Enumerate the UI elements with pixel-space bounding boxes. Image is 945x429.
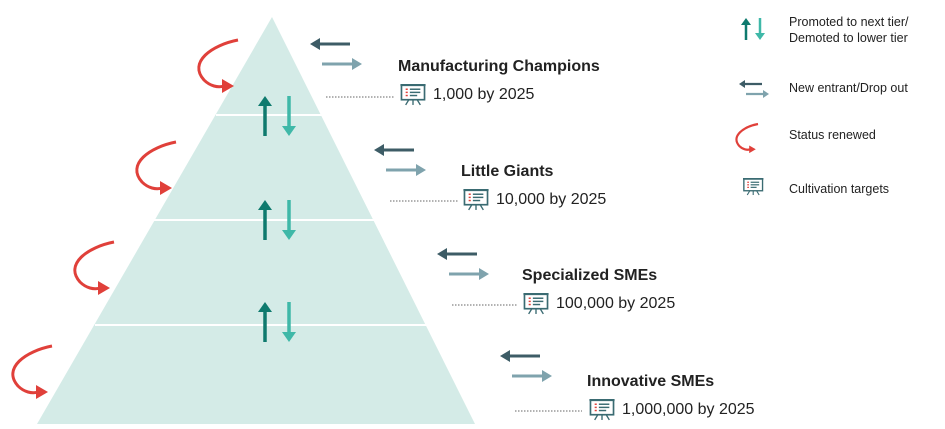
legend-label-status-renewed: Status renewed [789, 128, 876, 142]
promote-demote-icon [258, 302, 296, 342]
entrant-dropout-icon [374, 144, 426, 176]
legend-label-demoted: Demoted to lower tier [789, 31, 908, 45]
cultivation-target-icon [522, 292, 550, 316]
cultivation-target-icon [399, 84, 427, 106]
tier-name-little-giants: Little Giants [461, 163, 554, 180]
promote-demote-icon [258, 96, 296, 136]
legend-entrant-dropout-icon [739, 80, 769, 98]
tier-target-text: 1,000 by 2025 [433, 86, 535, 103]
tier-name-manufacturing-champions: Manufacturing Champions [398, 58, 600, 75]
tier-target-row: 1,000,000 by 2025 [588, 398, 755, 422]
tier-name-specialized-smes: Specialized SMEs [522, 267, 658, 284]
tier-target-row: 1,000 by 2025 [399, 84, 534, 106]
legend-status-renewed-icon [735, 122, 759, 154]
status-renewed-icon [11, 344, 53, 399]
tier-target-text: 10,000 by 2025 [496, 191, 607, 208]
status-renewed-icon [135, 140, 177, 195]
legend-label-cultivation-targets: Cultivation targets [789, 182, 890, 196]
cultivation-target-icon [462, 189, 490, 211]
status-renewed-icon [73, 240, 115, 295]
legend-cultivation-target-icon [742, 178, 765, 196]
status-renewed-icon [197, 38, 239, 93]
tier-target-text: 1,000,000 by 2025 [622, 401, 755, 418]
promote-demote-icon [258, 200, 296, 240]
entrant-dropout-icon [437, 248, 489, 280]
tier-target-row: 100,000 by 2025 [522, 292, 676, 316]
legend-promote-demote-icon [741, 18, 765, 40]
tier-name-innovative-smes: Innovative SMEs [587, 373, 715, 390]
entrant-dropout-icon [500, 350, 552, 382]
tier-target-text: 100,000 by 2025 [556, 295, 676, 312]
cultivation-target-icon [588, 398, 616, 422]
legend-label-entrant-dropout: New entrant/Drop out [789, 81, 908, 95]
legend-label-promoted: Promoted to next tier/ [789, 15, 909, 29]
entrant-dropout-icon [310, 38, 362, 70]
tier-target-row: 10,000 by 2025 [462, 189, 606, 211]
